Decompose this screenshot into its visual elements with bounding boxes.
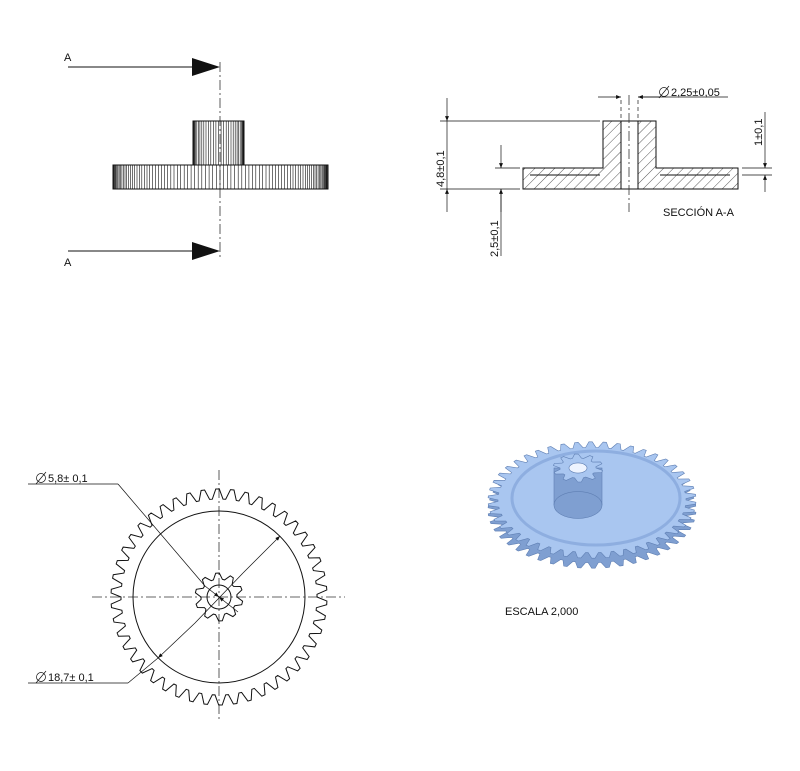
section-view: 2,25±0,05 4,8±0,1 2,5±0,1 1±0,1 S [435,85,772,257]
diameter-icon [658,85,670,99]
iso-gear [487,441,697,569]
iso-gear-recess [510,449,682,547]
front-hub-teeth [193,121,244,165]
dim-disc-thickness: 1±0,1 [742,112,772,192]
dim-hub-offset-text: 2,5±0,1 [489,220,501,257]
dim-disc-thickness-text: 1±0,1 [753,119,765,146]
iso-view: ESCALA 2,000 [487,441,697,618]
section-line-a: A A [64,52,221,269]
dim-inner-text: 5,8± 0,1 [48,473,88,485]
top-view: 5,8± 0,1 18,7± 0,1 [28,470,345,720]
dim-outer-text: 18,7± 0,1 [48,672,94,684]
dim-bore-text: 2,25±0,05 [671,87,720,99]
section-mark-top: A [64,52,72,64]
section-body-right [637,120,739,190]
dim-hub-offset: 2,5±0,1 [489,145,520,257]
section-mark-bottom: A [64,257,72,269]
top-bore-circle [206,584,232,610]
section-body [522,120,622,190]
front-gear-teeth [112,165,328,189]
iso-pinion-base [553,491,603,519]
dim-outer-diameter: 18,7± 0,1 [28,535,281,684]
front-view: A A [64,52,329,269]
section-title: SECCIÓN A-A [663,206,735,219]
dim-inner-diameter: 5,8± 0,1 [28,471,239,613]
scale-label: ESCALA 2,000 [505,606,578,618]
top-gear-outline [110,488,328,706]
top-gear-inner-circle [132,510,306,684]
dim-total-height-text: 4,8±0,1 [435,150,447,187]
dim-total-height: 4,8±0,1 [435,98,600,212]
diameter-icon [35,670,47,684]
iso-pinion-bore [568,462,588,474]
dim-bore: 2,25±0,05 [598,85,728,99]
diameter-icon [35,471,47,485]
top-pinion-outline [194,572,244,622]
front-hub [192,120,245,166]
